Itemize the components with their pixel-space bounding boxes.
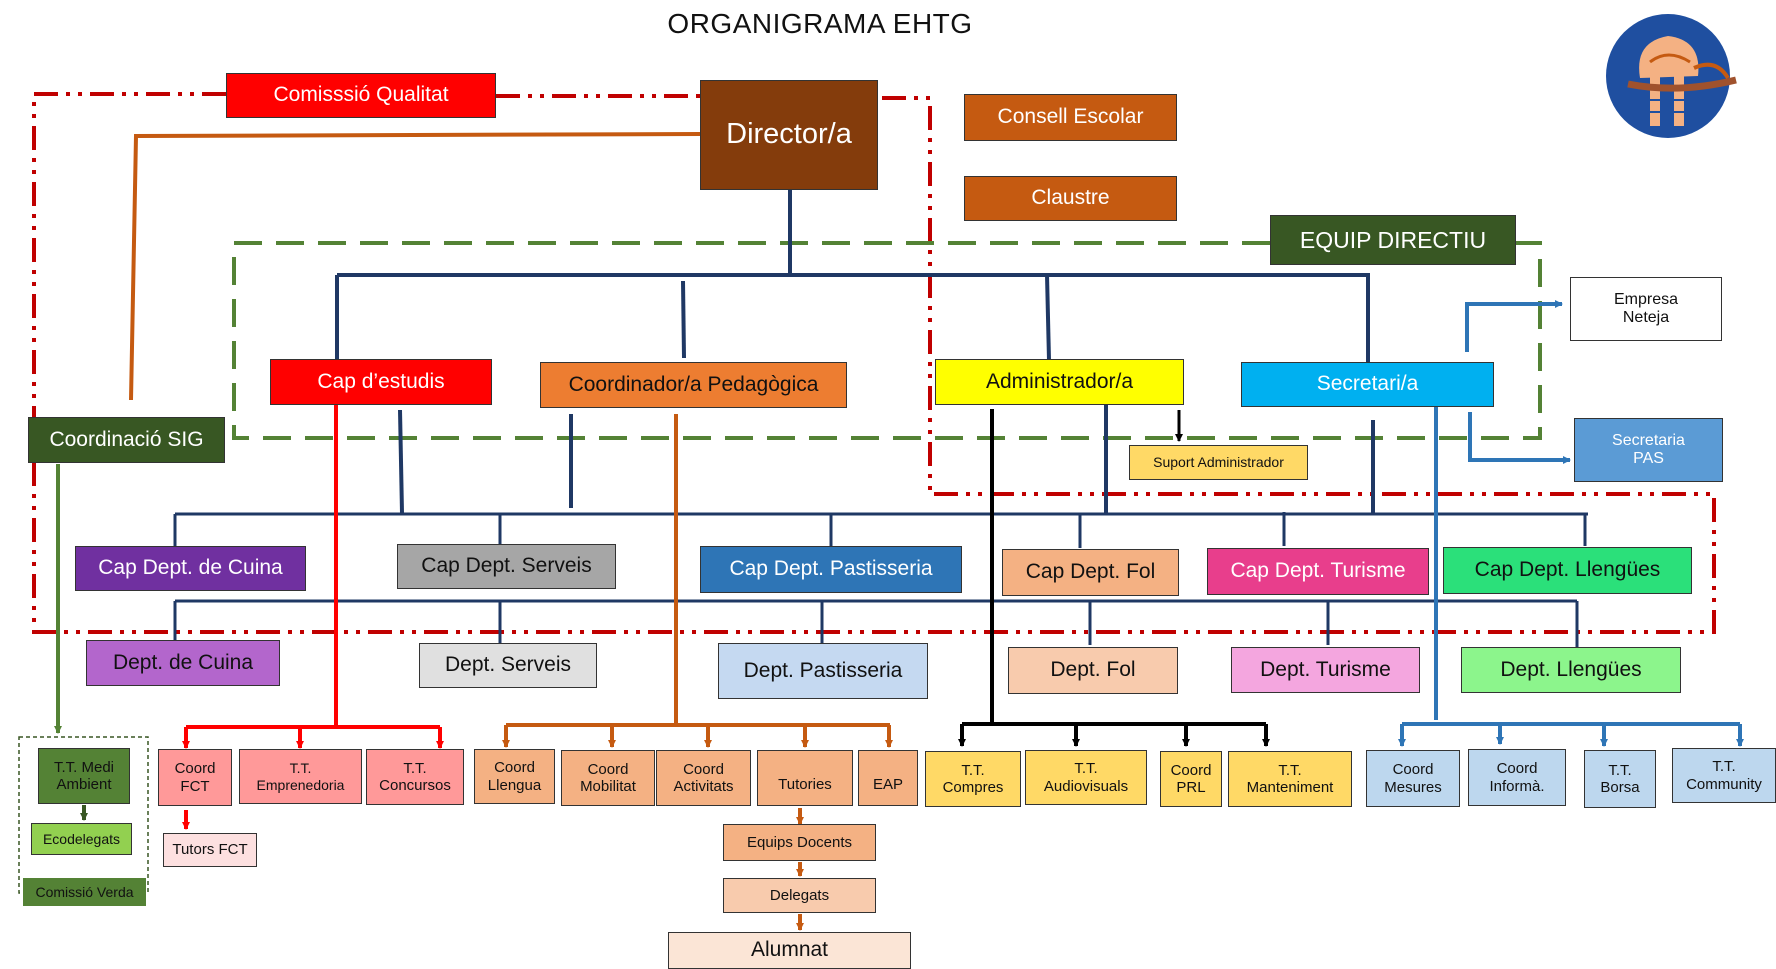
cap-dept-turisme-box: Cap Dept. Turisme xyxy=(1207,548,1429,595)
eap-box: EAP xyxy=(858,750,918,806)
dept-serveis-box: Dept. Serveis xyxy=(419,643,597,688)
coord-llengua-box: Coord Llengua xyxy=(474,749,555,804)
coord-prl-box: Coord PRL xyxy=(1160,751,1222,807)
delegats-box: Delegats xyxy=(723,878,876,913)
coord-activitats-box: Coord Activitats xyxy=(656,750,751,806)
coord-fct-line2: FCT xyxy=(180,777,210,795)
alumnat-box: Alumnat xyxy=(668,932,911,969)
claustre-box: Claustre xyxy=(964,176,1177,221)
qualitat-boundary xyxy=(32,92,1716,634)
cap-dept-serveis-box: Cap Dept. Serveis xyxy=(397,544,616,589)
coord-mobilitat-box: Coord Mobilitat xyxy=(561,750,655,806)
tt-community-line2: Community xyxy=(1686,775,1762,793)
dept-turisme-box: Dept. Turisme xyxy=(1231,647,1420,693)
coord-informa-line2: Informà. xyxy=(1489,777,1545,795)
coord-llengua-line2: Llengua xyxy=(487,776,542,794)
sig-group-frame xyxy=(18,736,149,894)
secretaria-pas-line1: Secretaria xyxy=(1612,431,1685,449)
tt-borsa-line1: T.T. xyxy=(1608,761,1632,779)
coord-mobilitat-line1: Coord xyxy=(587,760,629,778)
tt-concursos-line2: Concursos xyxy=(379,777,451,794)
director-sig-line xyxy=(129,132,701,401)
ecodelegats-box: Ecodelegats xyxy=(31,823,132,855)
coord-prl-line1: Coord xyxy=(1170,761,1212,779)
empresa-neteja-box: Empresa Neteja xyxy=(1570,277,1722,341)
tt-emprenedoria-box: T.T. Emprenedoria xyxy=(239,749,362,804)
dept-llengues-box: Dept. Llengües xyxy=(1461,647,1681,693)
empresa-neteja-line2: Neteja xyxy=(1622,309,1670,326)
secretaria-pas-line2: PAS xyxy=(1633,450,1664,467)
cap-dept-fol-box: Cap Dept. Fol xyxy=(1002,549,1179,596)
tt-audiovisuals-box: T.T. Audiovisuals xyxy=(1025,750,1147,805)
coord-prl-line2: PRL xyxy=(1176,779,1206,796)
coord-fct-box: Coord FCT xyxy=(158,749,232,806)
tt-community-box: T.T. Community xyxy=(1672,748,1776,803)
tt-medi-ambient-box: T.T. Medi Ambient xyxy=(38,748,130,804)
equip-directiu-label: EQUIP DIRECTIU xyxy=(1270,215,1516,265)
chart-title: ORGANIGRAMA EHTG xyxy=(667,8,973,39)
tt-concursos-line1: T.T. xyxy=(403,759,427,777)
consell-escolar-box: Consell Escolar xyxy=(964,94,1177,141)
cap-dept-pastisseria-box: Cap Dept. Pastisseria xyxy=(700,546,962,593)
coord-informa-box: Coord Informà. xyxy=(1468,749,1566,806)
tt-compres-line1: T.T. xyxy=(961,761,985,779)
tt-medi-line2: Ambient xyxy=(56,776,112,793)
comissio-qualitat-box: Comisssió Qualitat xyxy=(226,73,496,118)
coord-mesures-line1: Coord xyxy=(1392,761,1434,779)
coord-mesures-line2: Mesures xyxy=(1384,778,1442,796)
tt-emprenedoria-line1: T.T. xyxy=(289,760,312,777)
dept-pastisseria-box: Dept. Pastisseria xyxy=(718,643,928,699)
secretari-box: Secretari/a xyxy=(1241,362,1494,407)
equip-directiu-boundary xyxy=(232,241,1542,440)
coord-activitats-line2: Activitats xyxy=(673,778,734,795)
school-logo xyxy=(1606,14,1737,138)
director-box: Director/a xyxy=(700,80,878,190)
tt-emprenedoria-line2: Emprenedoria xyxy=(256,776,345,793)
coord-informa-line1: Coord xyxy=(1496,760,1538,778)
tt-manteniment-box: T.T. Manteniment xyxy=(1228,751,1352,807)
suport-administrador-box: Suport Administrador xyxy=(1129,445,1308,480)
tt-borsa-line2: Borsa xyxy=(1600,779,1640,796)
administrador-box: Administrador/a xyxy=(935,359,1184,405)
tt-manteniment-line2: Manteniment xyxy=(1246,779,1334,796)
tt-community-line1: T.T. xyxy=(1712,758,1736,776)
secretaria-pas-box: Secretaria PAS xyxy=(1574,418,1723,482)
coord-fct-line1: Coord xyxy=(174,760,216,778)
tt-concursos-box: T.T. Concursos xyxy=(366,749,464,805)
tt-audiovisuals-line1: T.T. xyxy=(1074,760,1098,778)
coord-mesures-box: Coord Mesures xyxy=(1366,750,1460,807)
tt-audiovisuals-line2: Audiovisuals xyxy=(1043,777,1129,795)
tt-manteniment-line1: T.T. xyxy=(1278,761,1302,779)
comissio-verda-box: Comissió Verda xyxy=(23,878,146,906)
coord-pedagogica-box: Coordinador/a Pedagògica xyxy=(540,362,847,408)
tt-compres-box: T.T. Compres xyxy=(925,751,1021,807)
cap-estudis-box: Cap d’estudis xyxy=(270,359,492,405)
tt-medi-line1: T.T. Medi xyxy=(53,758,114,776)
tt-borsa-box: T.T. Borsa xyxy=(1584,750,1656,808)
equips-docents-box: Equips Docents xyxy=(723,824,876,861)
coord-llengua-line1: Coord xyxy=(494,759,535,777)
cap-dept-cuina-box: Cap Dept. de Cuina xyxy=(75,546,306,591)
coord-activitats-line1: Coord xyxy=(683,760,724,778)
cap-dept-llengues-box: Cap Dept. Llengües xyxy=(1443,547,1692,594)
tutors-fct-box: Tutors FCT xyxy=(163,833,257,867)
dept-fol-box: Dept. Fol xyxy=(1008,647,1178,694)
coord-sig-box: Coordinació SIG xyxy=(28,417,225,463)
dept-cuina-box: Dept. de Cuina xyxy=(86,640,280,686)
tt-compres-line2: Compres xyxy=(942,779,1004,796)
tutories-box: Tutories xyxy=(757,750,853,806)
coord-mobilitat-line2: Mobilitat xyxy=(580,778,636,795)
empresa-neteja-line1: Empresa xyxy=(1613,290,1679,308)
